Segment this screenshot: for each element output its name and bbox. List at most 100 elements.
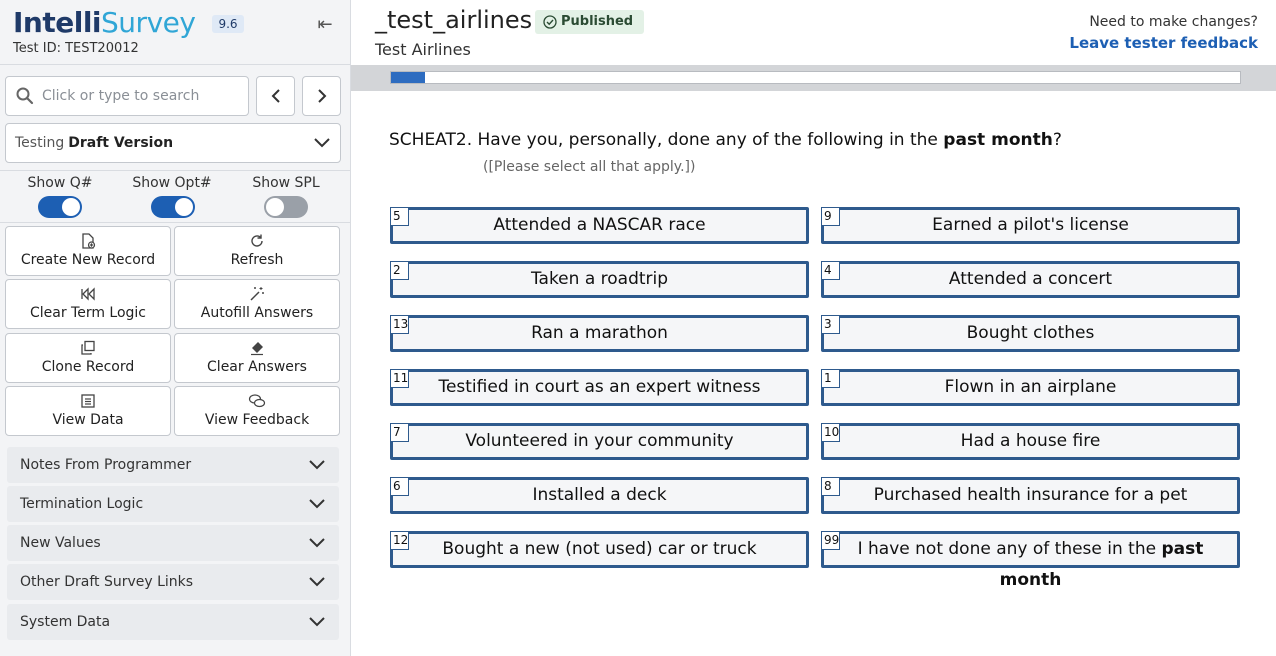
answer-option[interactable]: 99 I have not done any of these in the pa…: [821, 531, 1240, 590]
accordion-other-draft-survey-links[interactable]: Other Draft Survey Links: [7, 564, 339, 600]
status-badge: Published: [535, 10, 645, 34]
toggle-knob: [62, 198, 80, 216]
button-label: Create New Record: [20, 252, 156, 268]
collapse-sidebar-icon[interactable]: ⇤: [317, 14, 333, 35]
show-spl-toggle[interactable]: [264, 196, 308, 218]
version-select-value: Draft Version: [68, 135, 174, 151]
search-box[interactable]: [5, 76, 249, 116]
answer-option[interactable]: 9 Earned a pilot's license: [821, 207, 1240, 244]
file-plus-icon: [82, 233, 96, 249]
magic-wand-icon: [250, 287, 264, 301]
option-label: Testified in court as an expert witness: [438, 377, 761, 397]
copy-icon: [81, 340, 95, 355]
option-label: Volunteered in your community: [465, 431, 734, 451]
create-new-record-button[interactable]: Create New Record: [5, 226, 171, 276]
accordion-label: Termination Logic: [20, 496, 144, 512]
tester-sidebar: IntelliSurvey 9.6 ⇤ Test ID: TEST20012 T…: [0, 0, 351, 656]
view-feedback-button[interactable]: View Feedback: [174, 386, 340, 436]
option-number: 12: [390, 531, 410, 550]
chat-bubbles-icon: [248, 394, 266, 408]
chevron-right-icon: [317, 89, 326, 103]
option-label: I have not done any of these in the: [857, 539, 1157, 559]
eraser-icon: [251, 342, 263, 356]
divider: [0, 64, 350, 65]
search-input[interactable]: [42, 85, 242, 107]
previous-question-button[interactable]: [256, 76, 295, 116]
accordion-label: Other Draft Survey Links: [20, 574, 194, 590]
logo-text-intelli: Intelli: [13, 6, 102, 39]
accordion-label: System Data: [20, 614, 111, 630]
chevron-down-icon: [314, 138, 330, 148]
refresh-button[interactable]: Refresh: [174, 226, 340, 276]
show-spl-label: Show SPL: [252, 175, 320, 191]
divider: [0, 170, 350, 171]
next-question-button[interactable]: [302, 76, 341, 116]
option-label: Attended a NASCAR race: [493, 215, 706, 235]
need-changes-text: Need to make changes?: [1089, 14, 1258, 30]
option-number: 9: [821, 207, 840, 226]
button-label: Clear Answers: [207, 359, 307, 375]
refresh-icon: [251, 234, 263, 247]
answer-option[interactable]: 5 Attended a NASCAR race: [390, 207, 809, 244]
accordion-label: Notes From Programmer: [20, 457, 192, 473]
question-emphasis: past month: [943, 130, 1053, 150]
option-number: 5: [390, 207, 409, 226]
question-prefix: SCHEAT2. Have you, personally, done any …: [389, 130, 938, 150]
option-number: 99: [821, 531, 841, 550]
survey-title: _test_airlines: [375, 6, 533, 34]
chevron-left-icon: [271, 89, 280, 103]
survey-subtitle: Test Airlines: [375, 40, 471, 59]
leave-feedback-link[interactable]: Leave tester feedback: [1069, 34, 1258, 52]
accordion-notes-from-programmer[interactable]: Notes From Programmer: [7, 447, 339, 483]
option-number: 4: [821, 261, 840, 280]
option-number: 8: [821, 477, 840, 496]
show-qnum-toggle[interactable]: [38, 196, 82, 218]
chevron-down-icon: [309, 538, 325, 548]
question-instruction: ([Please select all that apply.]): [483, 159, 696, 175]
option-number: 3: [821, 315, 840, 334]
accordion-termination-logic[interactable]: Termination Logic: [7, 486, 339, 522]
question-text: SCHEAT2. Have you, personally, done any …: [389, 130, 1062, 150]
chevron-down-icon: [309, 499, 325, 509]
button-label: Refresh: [230, 252, 284, 268]
divider: [0, 222, 350, 223]
progress-bar: [390, 71, 1241, 84]
chevron-down-icon: [309, 460, 325, 470]
clear-answers-button[interactable]: Clear Answers: [174, 333, 340, 383]
test-id-label: Test ID: TEST20012: [13, 41, 139, 56]
option-number: 1: [821, 369, 840, 388]
option-label: Earned a pilot's license: [932, 215, 1129, 235]
accordion-label: New Values: [20, 535, 101, 551]
accordion-system-data[interactable]: System Data: [7, 604, 339, 640]
search-icon: [16, 87, 34, 105]
button-label: View Data: [52, 412, 124, 428]
question-suffix: ?: [1052, 130, 1062, 150]
button-label: Autofill Answers: [200, 305, 314, 321]
clear-term-logic-button[interactable]: Clear Term Logic: [5, 279, 171, 329]
version-badge: 9.6: [212, 15, 244, 33]
show-optnum-toggle[interactable]: [151, 196, 195, 218]
progress-area: [351, 65, 1276, 91]
toggle-knob: [175, 198, 193, 216]
check-circle-icon: [543, 15, 557, 29]
view-data-button[interactable]: View Data: [5, 386, 171, 436]
option-label-emphasis: past month: [999, 539, 1204, 590]
accordion-new-values[interactable]: New Values: [7, 525, 339, 561]
logo-text-survey: Survey: [101, 6, 196, 39]
option-label: Taken a roadtrip: [530, 269, 669, 289]
clone-record-button[interactable]: Clone Record: [5, 333, 171, 383]
autofill-answers-button[interactable]: Autofill Answers: [174, 279, 340, 329]
